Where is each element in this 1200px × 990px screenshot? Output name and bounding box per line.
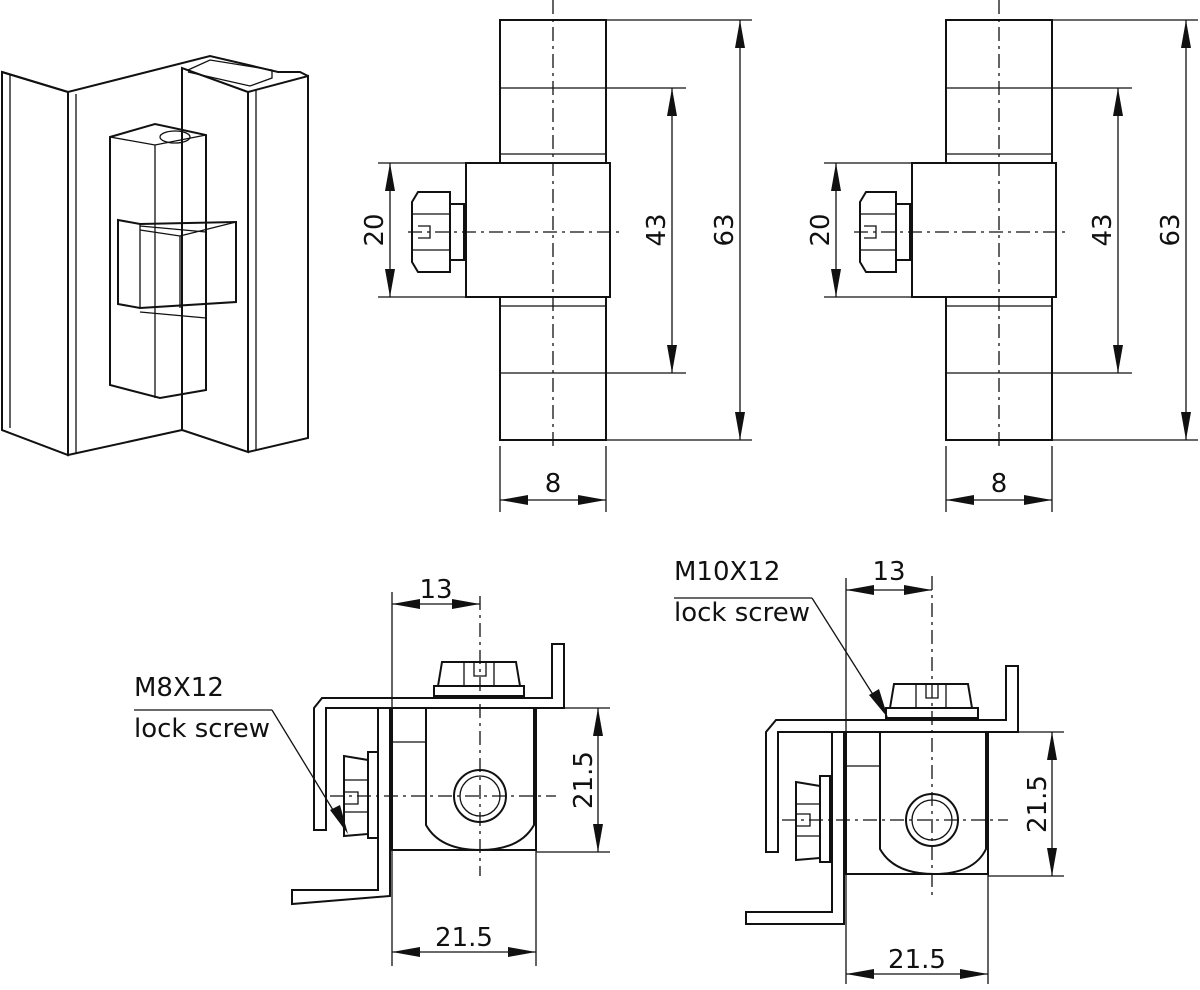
dim-mid-height-right: 43 [1088,213,1118,246]
dim-width-right: 8 [991,469,1008,499]
front-view-left: 63 43 20 8 [360,0,752,512]
top-view-right: 13 21.5 21.5 M10X12 lock screw [674,557,1064,984]
dim-block-height-right: 20 [806,213,836,246]
callout-size-left: M8X12 [134,673,224,703]
top-view-left: 13 21.5 21.5 M8X12 lock screw [134,575,610,966]
dim-width-bottom-right: 21.5 [888,945,946,975]
dim-total-height-left: 63 [710,213,740,246]
dim-width-left: 8 [545,469,562,499]
callout-label-left: lock screw [134,714,270,744]
dim-offset-left: 13 [419,575,452,605]
dim-total-height-right: 63 [1156,213,1186,246]
dim-block-height-left: 20 [360,213,390,246]
front-view-right: 63 43 20 8 [806,0,1198,512]
callout-size-right: M10X12 [674,557,780,587]
dim-width-bottom-left: 21.5 [435,923,493,953]
dim-offset-right: 13 [872,557,905,587]
dim-depth-right: 21.5 [1023,775,1053,833]
dim-mid-height-left: 43 [642,213,672,246]
dim-depth-left: 21.5 [569,751,599,809]
isometric-hinge-view [1,54,309,457]
callout-label-right: lock screw [674,598,810,628]
